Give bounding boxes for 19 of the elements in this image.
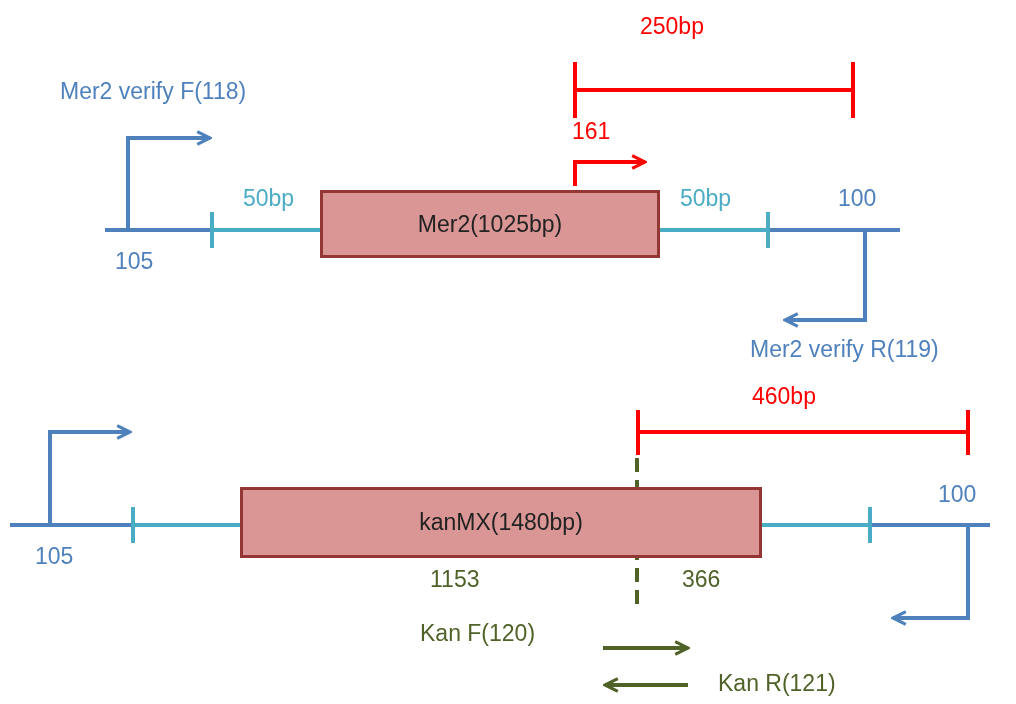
- position-label: 105: [35, 545, 74, 568]
- gene-box: [320, 190, 660, 258]
- position-label: 105: [115, 250, 154, 273]
- gene-box: [240, 487, 762, 558]
- gene-label: kanMX(1480bp): [419, 509, 583, 536]
- length-label: 250bp: [640, 15, 704, 38]
- length-label: 50bp: [243, 187, 295, 210]
- primer-label: Mer2 verify F(118): [60, 80, 247, 103]
- position-label: 161: [572, 120, 611, 143]
- gene-label: Mer2(1025bp): [417, 210, 563, 238]
- position-label: 100: [938, 483, 977, 506]
- position-label: 366: [682, 568, 721, 591]
- length-label: 460bp: [752, 385, 816, 408]
- primer-label: Mer2 verify R(119): [750, 338, 939, 361]
- position-label: 100: [838, 187, 877, 210]
- primer-label: Kan R(121): [718, 672, 836, 695]
- position-label: 1153: [430, 568, 480, 591]
- length-label: 50bp: [680, 187, 732, 210]
- primer-label: Kan F(120): [420, 622, 536, 645]
